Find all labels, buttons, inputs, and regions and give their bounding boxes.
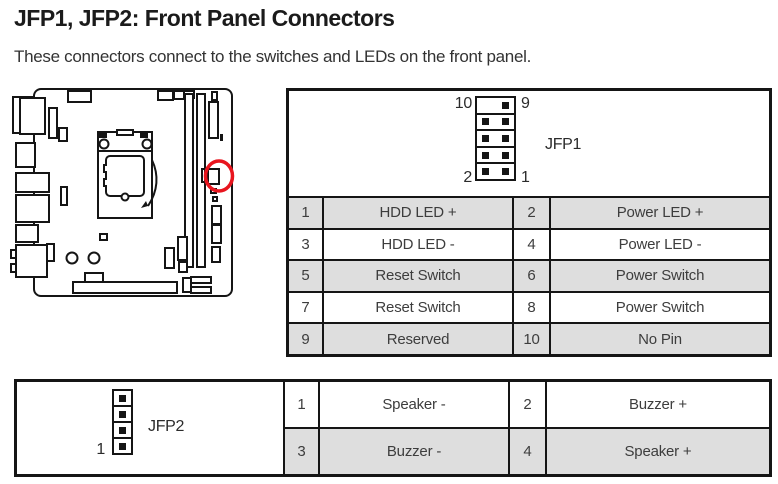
page-subtitle: These connectors connect to the switches… (14, 47, 532, 66)
pin-1-label: 1 (96, 441, 105, 458)
jfp2-diagram-area: JFP2 1 (17, 382, 285, 474)
pin-number-cell: 5 (301, 267, 310, 285)
signal-cell: HDD LED - (322, 229, 512, 260)
pin-square (119, 394, 126, 402)
motherboard-location-diagram (10, 85, 245, 303)
pin-9-label: 9 (521, 95, 530, 112)
signal-cell: Buzzer + (545, 382, 769, 427)
pin-square (502, 118, 509, 126)
pin-number-cell: 7 (301, 299, 310, 317)
jfp1-panel: 10 9 2 1 JFP1 1 HDD LED + 2 Power LED + … (286, 88, 772, 357)
signal-cell: Power LED - (549, 229, 769, 260)
signal-cell: Reserved (322, 324, 512, 354)
jfp1-connector-diagram (475, 96, 516, 181)
signal-cell: Power Switch (549, 261, 769, 291)
pin-square (119, 442, 126, 450)
signal-cell: Speaker - (318, 382, 508, 427)
pin-number-cell: 3 (297, 443, 306, 460)
page-title: JFP1, JFP2: Front Panel Connectors (14, 5, 395, 31)
table-row: 5 Reset Switch 6 Power Switch (289, 259, 769, 291)
jfp2-connector-diagram (112, 389, 133, 455)
pin-number-cell: 8 (512, 292, 549, 323)
table-row: 1 Speaker - 2 Buzzer + (285, 382, 769, 427)
pin-10-label: 10 (454, 95, 473, 112)
pin-number-cell: 3 (301, 235, 310, 253)
table-row: 9 Reserved 10 No Pin (289, 322, 769, 354)
signal-cell: HDD LED + (322, 198, 512, 228)
pin-square (482, 151, 489, 159)
pin-number-cell: 1 (301, 204, 310, 222)
table-row: 3 Buzzer - 4 Speaker + (285, 427, 769, 474)
connector-row (112, 437, 133, 455)
signal-cell: Buzzer - (318, 429, 508, 474)
pin-square (119, 426, 126, 434)
pin-square (482, 118, 489, 126)
connector-row (475, 162, 516, 181)
signal-cell: Speaker + (545, 429, 769, 474)
signal-cell: Power Switch (549, 292, 769, 323)
pin-number-cell: 6 (512, 261, 549, 291)
pin-number-cell: 10 (512, 324, 549, 354)
jfp1-connector-name: JFP1 (545, 136, 582, 153)
pin-2-label: 2 (463, 169, 472, 186)
jfp2-panel: JFP2 1 1 Speaker - 2 Buzzer + 3 Buzzer -… (14, 379, 772, 477)
pin-1-label: 1 (521, 169, 530, 186)
signal-cell: No Pin (549, 324, 769, 354)
jfp1-diagram-area: 10 9 2 1 JFP1 (289, 91, 769, 198)
table-row: 7 Reset Switch 8 Power Switch (289, 290, 769, 323)
signal-cell: Power LED + (549, 198, 769, 228)
pin-square (502, 168, 509, 176)
jfp2-connector-name: JFP2 (148, 418, 185, 435)
pin-square (482, 134, 489, 142)
pin-number-cell: 4 (508, 429, 545, 474)
pin-number-cell: 4 (512, 229, 549, 260)
jfp1-pinout-table: 1 HDD LED + 2 Power LED + 3 HDD LED - 4 … (289, 198, 769, 354)
pin-square (119, 410, 126, 418)
jfp1-highlight-circle (203, 159, 235, 193)
pin-square (502, 151, 509, 159)
jfp2-pinout-table: 1 Speaker - 2 Buzzer + 3 Buzzer - 4 Spea… (285, 382, 769, 474)
pin-number-cell: 2 (512, 198, 549, 228)
table-row: 3 HDD LED - 4 Power LED - (289, 227, 769, 260)
motherboard-outline-drawing (10, 88, 235, 297)
table-row: 1 HDD LED + 2 Power LED + (289, 198, 769, 228)
signal-cell: Reset Switch (322, 292, 512, 323)
pin-square (502, 134, 509, 142)
pin-number-cell: 2 (508, 382, 545, 427)
signal-cell: Reset Switch (322, 261, 512, 291)
pin-square (502, 101, 509, 109)
pin-number-cell: 9 (301, 330, 310, 348)
pin-number-cell: 1 (297, 396, 306, 413)
pin-square (482, 168, 489, 176)
